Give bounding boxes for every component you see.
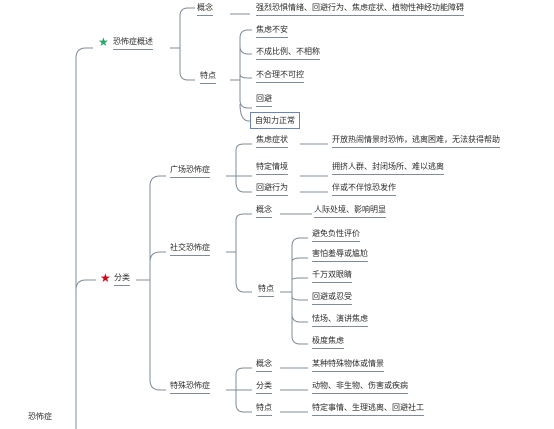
topic-social-phobia[interactable]: 社交恐怖症 bbox=[170, 242, 210, 256]
agoraphobia-row-3-label[interactable]: 回避行为 bbox=[256, 182, 288, 196]
topic-overview-concept[interactable]: 概念 bbox=[197, 2, 213, 16]
social-feature-1[interactable]: 避免负性评价 bbox=[312, 228, 360, 242]
specific-row-3-text[interactable]: 特定事情、生理逃离、回避社工 bbox=[312, 402, 424, 416]
specific-row-2-text[interactable]: 动物、非生物、伤害或疾病 bbox=[312, 380, 408, 394]
green-star-icon: ★ bbox=[98, 35, 109, 49]
agoraphobia-row-1-label[interactable]: 焦虑症状 bbox=[256, 134, 288, 148]
social-concept-label[interactable]: 概念 bbox=[256, 204, 272, 218]
social-feature-5[interactable]: 怯场、演讲焦虑 bbox=[312, 313, 368, 327]
feature-item-5-selected[interactable]: 自知力正常 bbox=[250, 112, 300, 129]
agoraphobia-row-2-label[interactable]: 特定情境 bbox=[256, 161, 288, 175]
social-feature-6[interactable]: 极度焦虑 bbox=[312, 335, 344, 349]
topic-classification[interactable]: 分类 bbox=[114, 272, 130, 286]
social-features-label[interactable]: 特点 bbox=[258, 283, 274, 297]
social-feature-3[interactable]: 千万双眼睛 bbox=[312, 269, 352, 283]
social-feature-4[interactable]: 回避或忍受 bbox=[312, 291, 352, 305]
specific-row-3-label[interactable]: 特点 bbox=[256, 402, 272, 416]
topic-overview-features[interactable]: 特点 bbox=[200, 70, 216, 84]
topic-overview[interactable]: 恐怖症概述 bbox=[113, 36, 153, 50]
topic-specific-phobia[interactable]: 特殊恐怖症 bbox=[170, 380, 210, 394]
feature-item-2[interactable]: 不成比例、不相称 bbox=[256, 46, 320, 60]
specific-row-1-label[interactable]: 概念 bbox=[256, 358, 272, 372]
specific-row-2-label[interactable]: 分类 bbox=[256, 380, 272, 394]
social-feature-2[interactable]: 害怕羞辱或尴尬 bbox=[312, 248, 368, 262]
social-concept-text[interactable]: 人际处境、影响明显 bbox=[314, 204, 386, 218]
topic-overview-concept-text[interactable]: 强烈恐惧情绪、回避行为、焦虑症状、植物性神经功能障碍 bbox=[256, 2, 464, 16]
topic-agoraphobia[interactable]: 广场恐怖症 bbox=[170, 164, 210, 178]
root-topic[interactable]: 恐怖症 bbox=[28, 412, 52, 421]
feature-item-3[interactable]: 不合理不可控 bbox=[256, 69, 304, 83]
red-star-icon: ★ bbox=[100, 271, 111, 285]
agoraphobia-row-2-text[interactable]: 拥挤人群、封闭场所、难以逃离 bbox=[332, 161, 444, 175]
feature-item-4[interactable]: 回避 bbox=[256, 93, 272, 107]
feature-item-1[interactable]: 焦虑不安 bbox=[256, 24, 288, 38]
agoraphobia-row-3-text[interactable]: 伴或不伴惊恐发作 bbox=[332, 182, 396, 196]
specific-row-1-text[interactable]: 某种特殊物体或情景 bbox=[312, 358, 384, 372]
agoraphobia-row-1-text[interactable]: 开放热闹情景时恐怖，逃离困难，无法获得帮助 bbox=[332, 134, 500, 148]
